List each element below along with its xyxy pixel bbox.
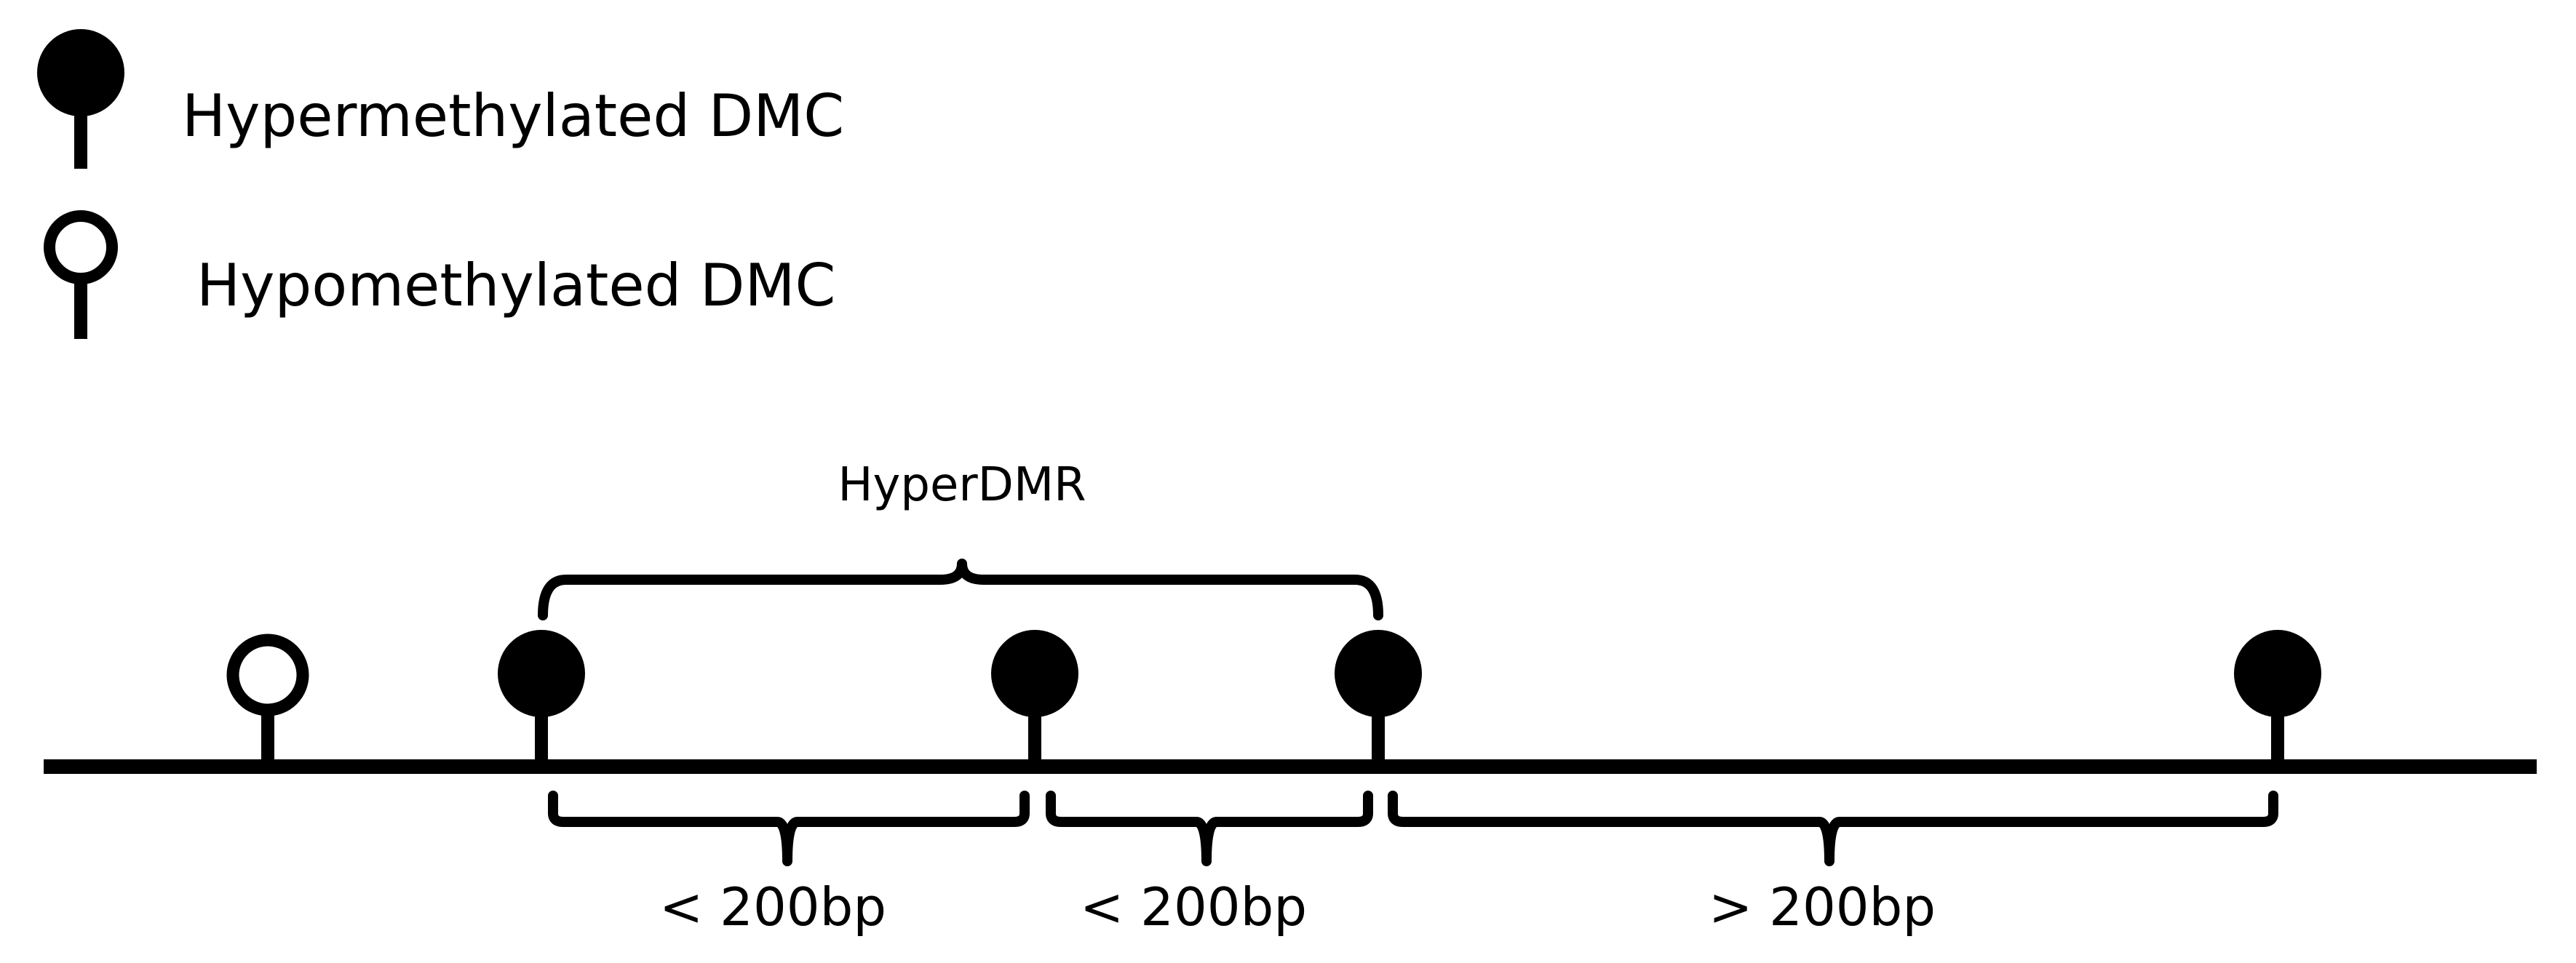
distance-label-3: > 200bp: [1709, 876, 1936, 938]
dmc-hyper-2: [991, 630, 1078, 767]
distance-label-1: < 200bp: [659, 876, 886, 938]
legend-hypo-label: Hypomethylated DMC: [196, 252, 835, 319]
legend-hyper-label: Hypermethylated DMC: [182, 82, 844, 150]
hyperdmr-bracket: [538, 559, 1383, 620]
legend: Hypermethylated DMC Hypomethylated DMC: [37, 29, 844, 339]
hyperdmr-label: HyperDMR: [838, 458, 1086, 512]
dmc-hyper-4: [2234, 630, 2321, 767]
distance-label-2: < 200bp: [1080, 876, 1307, 938]
legend-hypo-icon: [44, 210, 118, 339]
dmc-hyper-3: [1335, 630, 1422, 767]
distance-bracket-3: [1388, 791, 2278, 866]
dmc-hyper-1: [498, 630, 585, 767]
distance-bracket-1: [548, 791, 1030, 866]
dmc-hypo-1: [226, 634, 309, 767]
distance-bracket-2: [1046, 791, 1373, 866]
legend-hyper-icon: [37, 29, 124, 169]
dmc-markers: [226, 630, 2321, 767]
